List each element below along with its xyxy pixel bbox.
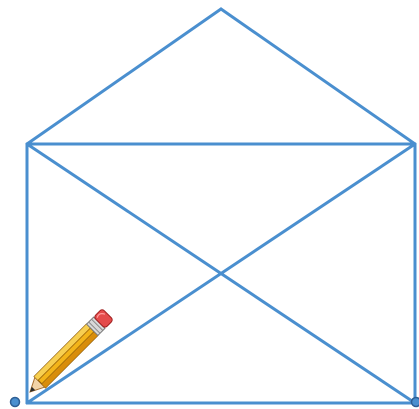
- roof-left-line: [27, 9, 221, 144]
- end-dot-icon: [412, 398, 419, 407]
- start-dot-icon: [11, 398, 20, 407]
- roof-right-line: [221, 9, 415, 144]
